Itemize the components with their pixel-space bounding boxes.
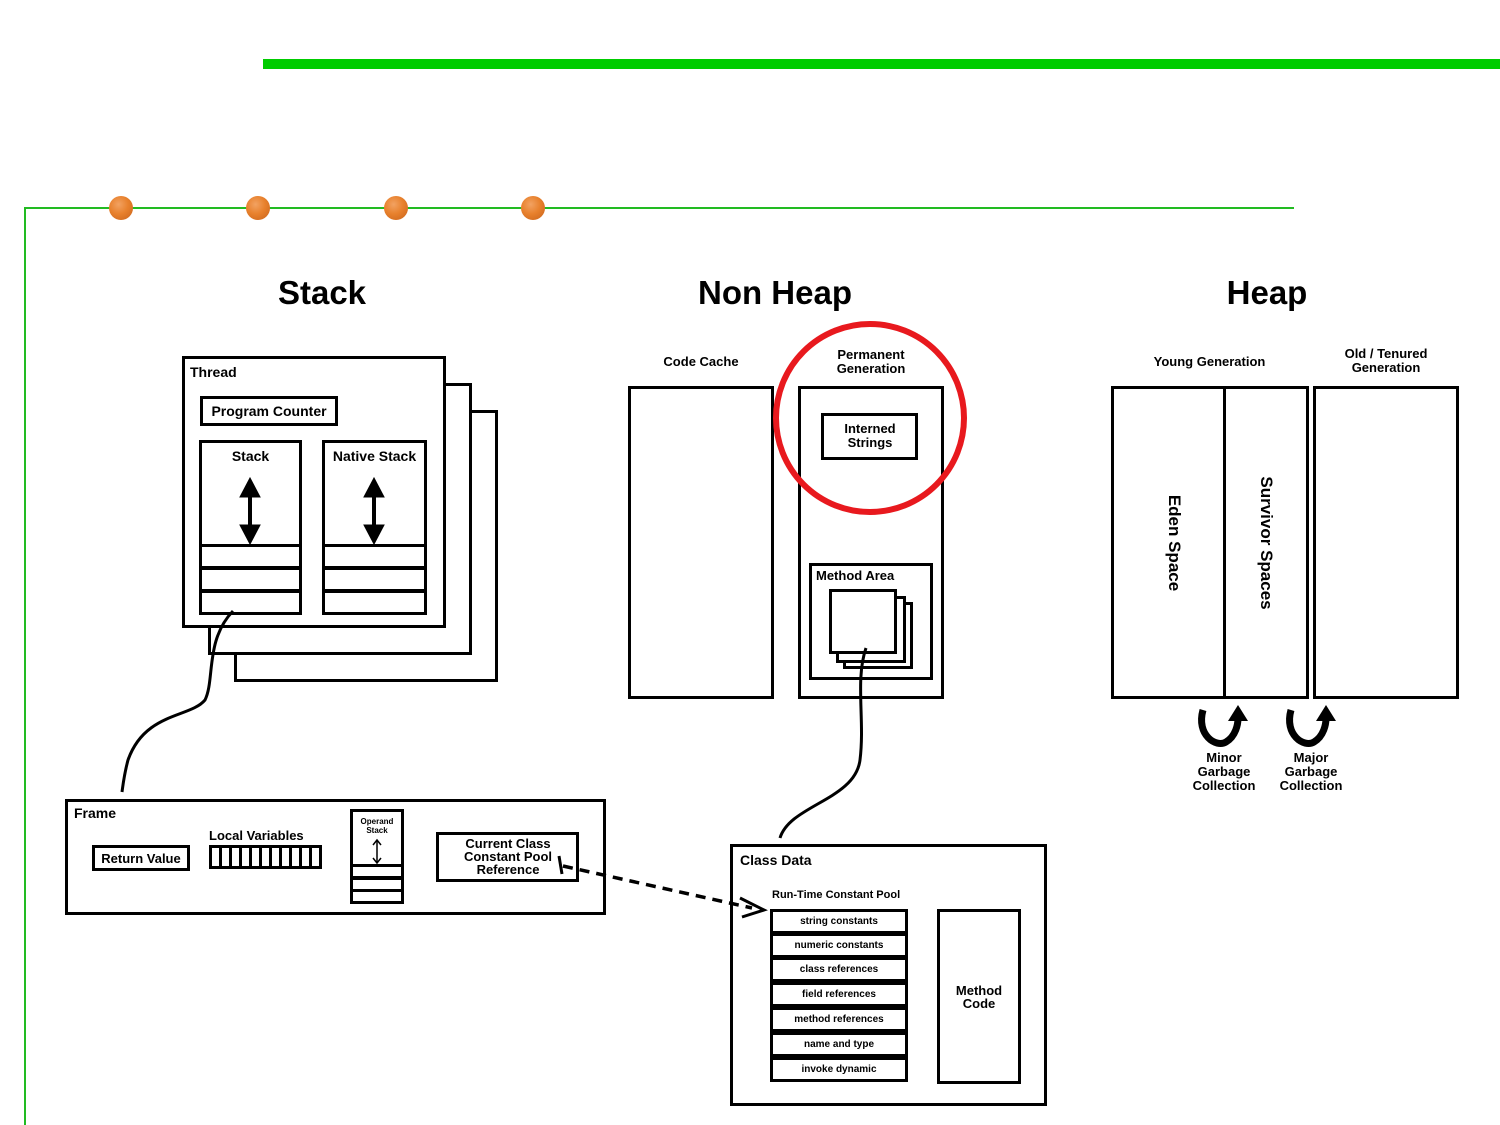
pool-item: field references bbox=[770, 982, 908, 1007]
constant-pool-ref-label: Current Class Constant Pool Reference bbox=[463, 836, 553, 877]
operand-stack-arrow bbox=[372, 838, 382, 865]
constant-pool-ref-box bbox=[436, 832, 579, 882]
pool-item: method references bbox=[770, 1007, 908, 1032]
interned-strings-box bbox=[821, 413, 918, 460]
major-gc-label: Major Garbage Collection bbox=[1279, 750, 1343, 793]
thread-to-frame-connector bbox=[120, 609, 235, 793]
section-title-non-heap: Non Heap bbox=[697, 274, 852, 311]
method-code-label: Method Code bbox=[955, 983, 1003, 1011]
frame-label: Frame bbox=[74, 805, 117, 821]
young-generation-label: Young Generation bbox=[1153, 354, 1266, 369]
constant-pool-reference-arrow bbox=[557, 855, 768, 919]
pool-item: invoke dynamic bbox=[770, 1057, 908, 1082]
native-stack-arrow bbox=[363, 476, 385, 546]
native-stack-slot bbox=[322, 590, 427, 615]
java-stack-slot bbox=[199, 590, 302, 615]
timeline-dot bbox=[109, 196, 133, 220]
timeline-dot bbox=[521, 196, 545, 220]
native-stack-label: Native Stack bbox=[332, 448, 417, 464]
method-code-box bbox=[937, 909, 1021, 1084]
timeline-dot bbox=[246, 196, 270, 220]
major-gc-arrow bbox=[1286, 705, 1336, 747]
permanent-generation-label: Permanent Generation bbox=[836, 347, 906, 376]
operand-stack-label: Operand Stack bbox=[360, 817, 394, 835]
operand-stack-slot bbox=[350, 877, 404, 892]
highlight-circle bbox=[773, 321, 967, 515]
pool-item: name and type bbox=[770, 1032, 908, 1057]
timeline-line bbox=[24, 207, 1294, 209]
section-title-stack: Stack bbox=[277, 274, 367, 311]
old-generation-label: Old / Tenured Generation bbox=[1344, 346, 1428, 375]
program-counter-label: Program Counter bbox=[211, 403, 327, 419]
class-data-label: Class Data bbox=[740, 852, 812, 868]
pool-item: class references bbox=[770, 957, 908, 982]
left-rule bbox=[24, 207, 26, 1125]
old-generation-box bbox=[1313, 386, 1459, 699]
pool-item: string constants bbox=[770, 909, 908, 934]
method-area-to-class-data-connector bbox=[778, 647, 868, 839]
minor-gc-arrow bbox=[1198, 705, 1248, 747]
method-area-class-1 bbox=[829, 589, 897, 654]
survivor-spaces-box bbox=[1223, 386, 1309, 699]
eden-space-box bbox=[1111, 386, 1226, 699]
code-cache-label: Code Cache bbox=[663, 354, 739, 369]
accent-bar bbox=[263, 59, 1500, 69]
program-counter-box bbox=[200, 396, 338, 426]
minor-gc-label: Minor Garbage Collection bbox=[1192, 750, 1256, 793]
return-value-box bbox=[92, 845, 190, 871]
thread-label: Thread bbox=[190, 364, 237, 380]
method-area-label: Method Area bbox=[816, 568, 895, 583]
java-stack-label: Stack bbox=[231, 448, 270, 464]
local-variables-label: Local Variables bbox=[209, 828, 304, 843]
interned-strings-label: Interned Strings bbox=[844, 421, 896, 450]
code-cache-box bbox=[628, 386, 774, 699]
timeline-dot bbox=[384, 196, 408, 220]
runtime-pool-label: Run-Time Constant Pool bbox=[772, 889, 901, 901]
native-stack-slot bbox=[322, 567, 427, 592]
return-value-label: Return Value bbox=[101, 851, 181, 866]
stack-arrow bbox=[239, 476, 261, 546]
local-variables-array bbox=[209, 845, 322, 869]
pool-item: numeric constants bbox=[770, 933, 908, 958]
section-title-heap: Heap bbox=[1226, 274, 1308, 311]
